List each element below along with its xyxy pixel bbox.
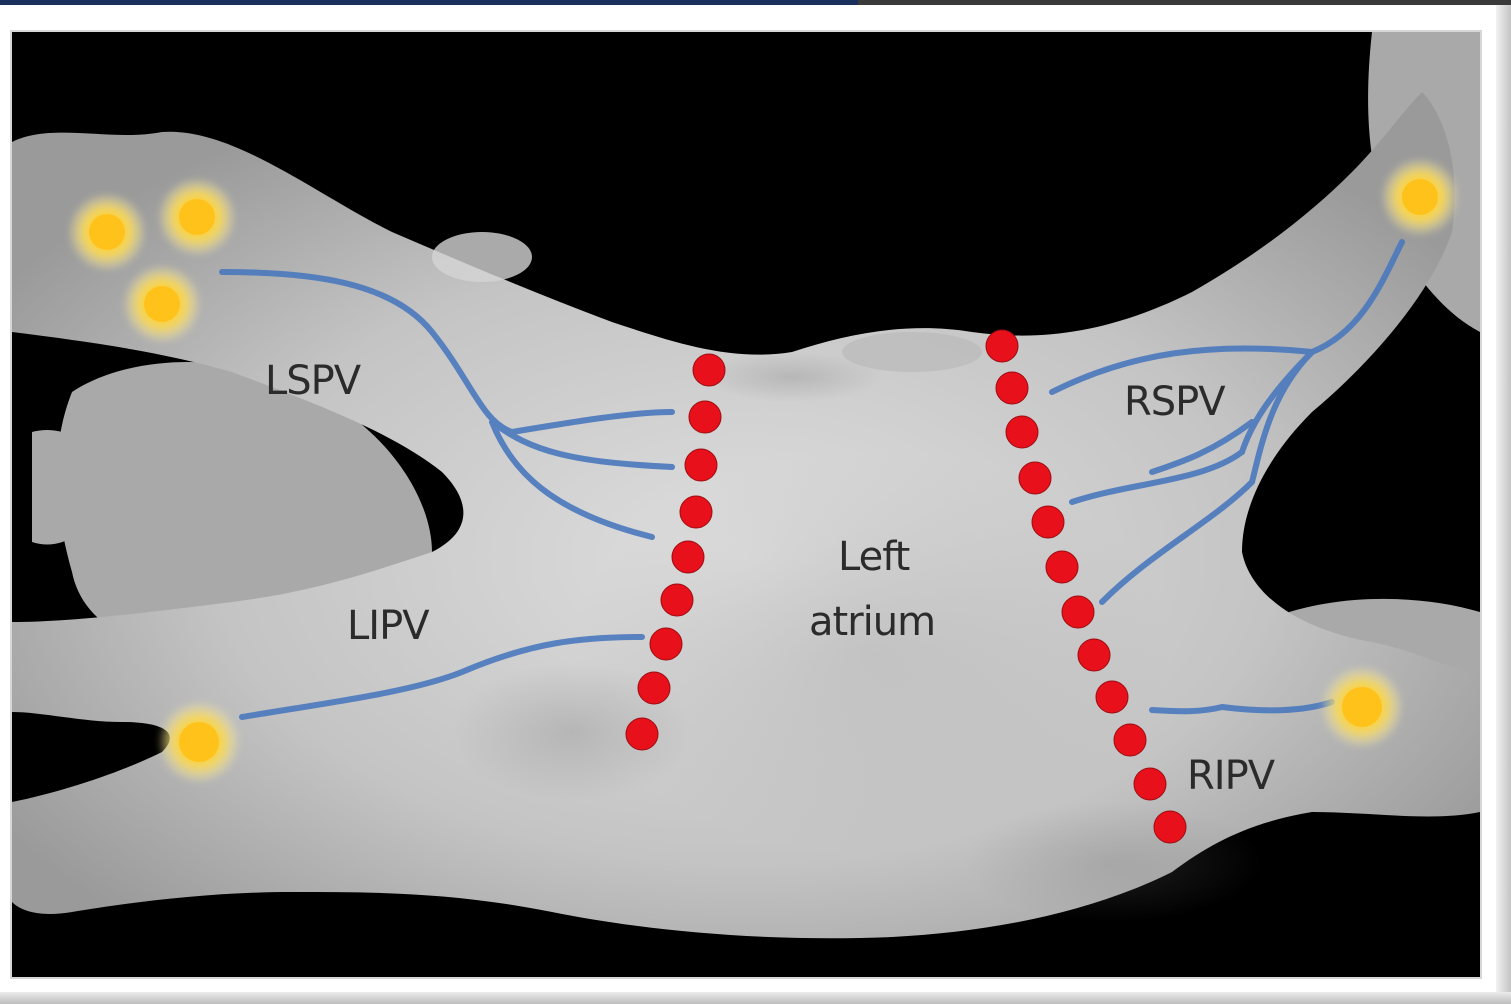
top-bar-right <box>858 0 1511 5</box>
label-lipv: LIPV <box>347 603 430 649</box>
ablation-dot <box>1019 462 1051 494</box>
ablation-dot <box>1114 724 1146 756</box>
frame-bottom-edge <box>0 992 1511 1004</box>
ablation-dot <box>672 541 704 573</box>
ablation-dot <box>1078 639 1110 671</box>
ablation-dot <box>1006 416 1038 448</box>
ablation-dot <box>1154 811 1186 843</box>
top-bar-left <box>0 0 858 5</box>
ablation-dot <box>1046 551 1078 583</box>
sun-starburst-icon <box>1320 665 1404 749</box>
frame-right-edge <box>1496 5 1511 1004</box>
left-atrium-diagram: LSPV LIPV RSPV RIPV Left atrium <box>12 32 1480 977</box>
ablation-dot <box>1062 596 1094 628</box>
label-rspv: RSPV <box>1124 379 1226 425</box>
ablation-dot <box>1134 768 1166 800</box>
label-left-atrium-line1: Left <box>838 534 910 580</box>
sun-starburst-icon <box>122 264 202 344</box>
label-left-atrium-line2: atrium <box>809 599 935 645</box>
ablation-dot <box>685 449 717 481</box>
ablation-dot <box>996 372 1028 404</box>
sun-starburst-icon <box>67 192 147 272</box>
label-lspv: LSPV <box>265 358 362 404</box>
label-ripv: RIPV <box>1187 753 1276 799</box>
ablation-dot <box>986 330 1018 362</box>
ablation-dot <box>689 401 721 433</box>
ablation-dot <box>626 718 658 750</box>
sun-starburst-icon <box>157 700 241 784</box>
ablation-dot <box>680 496 712 528</box>
ablation-dot <box>638 672 670 704</box>
ablation-dot <box>693 354 725 386</box>
sun-starburst-icon <box>1380 157 1460 237</box>
ablation-dot <box>1096 681 1128 713</box>
ablation-dot <box>661 584 693 616</box>
sun-starburst-icon <box>157 177 237 257</box>
left-atrium-image: LSPV LIPV RSPV RIPV Left atrium <box>10 30 1482 979</box>
ablation-dot <box>1032 506 1064 538</box>
ablation-dot <box>650 628 682 660</box>
